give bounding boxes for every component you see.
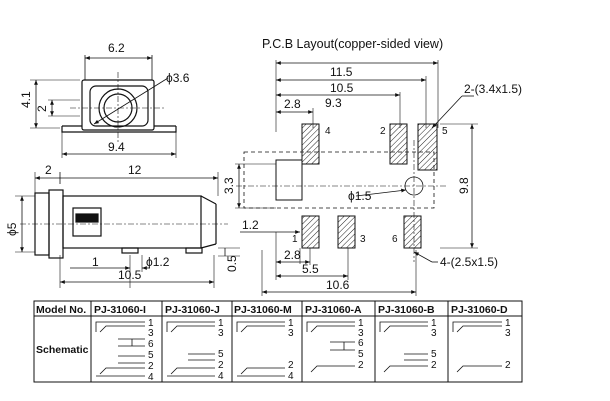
pin-label: 2 [148, 361, 154, 372]
pad-1 [301, 215, 320, 249]
model-name: PJ-31060-B [378, 304, 435, 316]
pin-label: 1 [505, 318, 511, 329]
schematic-cell [166, 321, 215, 377]
model-name: PJ-31060-D [451, 304, 508, 316]
pad-callout-bottom: 4-(2.5x1.5) [440, 255, 498, 269]
pin-label: 1 [358, 318, 364, 329]
schematic-cell [236, 321, 285, 377]
dim-side-vertical: 0.5 [225, 255, 239, 272]
schematic-table [33, 300, 523, 383]
pin-label: 1 [431, 318, 437, 329]
pad-6 [403, 215, 422, 249]
dim-pcb-10-5: 10.5 [330, 81, 354, 95]
dim-pcb-5-5: 5.5 [302, 262, 319, 276]
pin-label: 4 [148, 372, 154, 383]
pin-label: 4 [218, 371, 224, 382]
pcb-pads [301, 123, 438, 249]
pcb-title: P.C.B Layout(copper-sided view) [262, 37, 443, 51]
schematic-cell [306, 321, 355, 373]
pin-label: 2 [218, 360, 224, 371]
pin-label: 5 [431, 349, 437, 360]
pin-label: 1 [218, 318, 224, 329]
pad-2-label: 2 [380, 126, 386, 137]
top-view [30, 55, 177, 158]
pin-label: 1 [148, 318, 154, 329]
table-row-label: Schematic [36, 344, 89, 356]
pin-label: 5 [148, 350, 154, 361]
pin-label: 2 [288, 360, 294, 371]
dim-pcb-9-8: 9.8 [457, 177, 471, 194]
pin-label: 2 [505, 360, 511, 371]
pin-label: 1 [288, 318, 294, 329]
dim-top-bottom-width: 9.4 [108, 140, 125, 154]
dim-pcb-11-5: 11.5 [330, 65, 353, 79]
pad-4-top [301, 123, 320, 165]
pad-3 [337, 215, 356, 249]
dim-side-pin-diameter: ϕ1.2 [146, 255, 170, 269]
dim-pcb-1-5: ϕ1.5 [348, 189, 372, 203]
dim-top-width: 6.2 [108, 41, 125, 55]
pin-label: 3 [148, 328, 154, 339]
model-name: PJ-31060-J [165, 304, 220, 316]
dim-pcb-2-8-top: 2.8 [284, 97, 301, 111]
pin-label: 6 [358, 338, 364, 349]
pin-label: 4 [288, 371, 294, 382]
side-view [15, 172, 240, 288]
pad-5-label: 5 [442, 126, 448, 137]
pad-2 [389, 123, 408, 165]
pin-label: 3 [431, 328, 437, 339]
dim-pcb-3-3: 3.3 [222, 177, 236, 194]
dim-side-length: 12 [128, 163, 142, 177]
pin-label: 2 [431, 360, 437, 371]
schematic-cell [379, 321, 428, 373]
pad-1-label: 1 [292, 234, 298, 245]
pin-label: 3 [288, 328, 294, 339]
pad-callout-top: 2-(3.4x1.5) [464, 82, 522, 96]
dim-side-left: 2 [45, 163, 52, 177]
pin-label: 3 [358, 328, 364, 339]
dim-side-total: 10.5 [118, 268, 142, 282]
pad-6-label: 6 [392, 234, 398, 245]
dim-pcb-2-8-bottom: 2.8 [284, 248, 301, 262]
model-name: PJ-31060-A [305, 304, 362, 316]
dim-pcb-10-6: 10.6 [326, 278, 350, 292]
pad-4-label: 4 [325, 126, 331, 137]
schematic-cell [452, 321, 502, 373]
pin-label: 3 [505, 328, 511, 339]
model-name: PJ-31060-M [234, 304, 292, 316]
pin-label: 2 [358, 360, 364, 371]
pin-label: 5 [218, 349, 224, 360]
dim-top-small: 2 [35, 105, 49, 112]
dim-pcb-9-3: 9.3 [325, 96, 342, 110]
pad-5 [417, 123, 438, 171]
dim-pcb-1-2: 1.2 [242, 218, 259, 232]
schematic-cell [95, 321, 145, 377]
dim-top-diameter: ϕ3.6 [166, 71, 190, 85]
dim-side-one: 1 [92, 255, 99, 269]
pin-label: 3 [218, 328, 224, 339]
pin-label: 5 [358, 349, 364, 360]
table-header-label: Model No. [36, 304, 86, 316]
pad-3-label: 3 [360, 234, 366, 245]
pcb-layout [235, 60, 478, 296]
dim-top-height: 4.1 [19, 91, 33, 108]
pin-label: 6 [148, 339, 154, 350]
model-name: PJ-31060-I [94, 304, 146, 316]
dim-side-diameter: ϕ5 [5, 222, 19, 236]
